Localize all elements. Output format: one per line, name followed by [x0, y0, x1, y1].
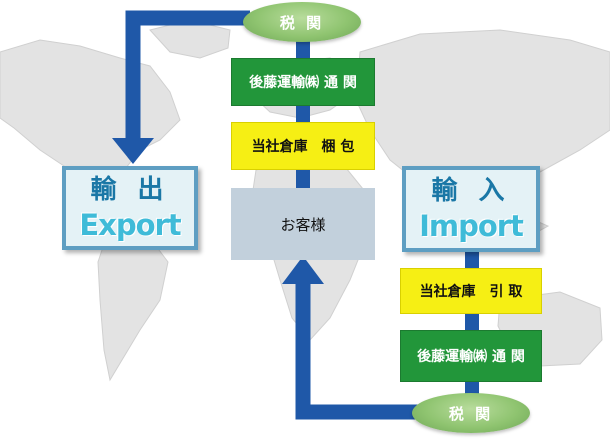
center-connector-2: [296, 106, 310, 122]
right-connector-1: [465, 252, 479, 268]
import-broker-label: 後藤運輸㈱ 通 関: [417, 349, 525, 365]
export-title-en: Export: [79, 208, 181, 242]
export-arrow: [125, 10, 250, 142]
import-title-en: Import: [419, 209, 524, 243]
center-connector-1: [296, 40, 310, 58]
import-arrow: [295, 280, 418, 420]
export-customs-label: 税 関: [279, 13, 325, 32]
export-panel: 輸 出 Export: [62, 166, 198, 250]
import-title-jp: 輸 入: [431, 176, 511, 206]
right-connector-2: [465, 314, 479, 330]
export-customs-oval: 税 関: [243, 2, 361, 42]
export-warehouse-box: 当社倉庫 梱 包: [231, 122, 375, 170]
import-warehouse-box: 当社倉庫 引 取: [400, 268, 542, 314]
export-warehouse-label: 当社倉庫 梱 包: [251, 139, 355, 155]
center-connector-3: [296, 170, 310, 188]
export-broker-box: 後藤運輸㈱ 通 関: [231, 58, 375, 106]
import-broker-box: 後藤運輸㈱ 通 関: [400, 330, 542, 382]
export-broker-label: 後藤運輸㈱ 通 関: [249, 75, 357, 91]
import-warehouse-label: 当社倉庫 引 取: [419, 284, 523, 300]
import-customs-label: 税 関: [448, 404, 494, 423]
map-asia: [355, 29, 610, 197]
customer-label: お客様: [280, 215, 326, 234]
import-customs-oval: 税 関: [412, 393, 530, 433]
export-arrowhead: [112, 138, 154, 164]
import-arrowhead: [282, 256, 324, 284]
import-panel: 輸 入 Import: [402, 166, 540, 252]
map-south-america: [97, 225, 169, 382]
customer-box: お客様: [231, 188, 375, 260]
export-title-jp: 輸 出: [90, 175, 170, 205]
right-connector-3: [465, 382, 479, 396]
